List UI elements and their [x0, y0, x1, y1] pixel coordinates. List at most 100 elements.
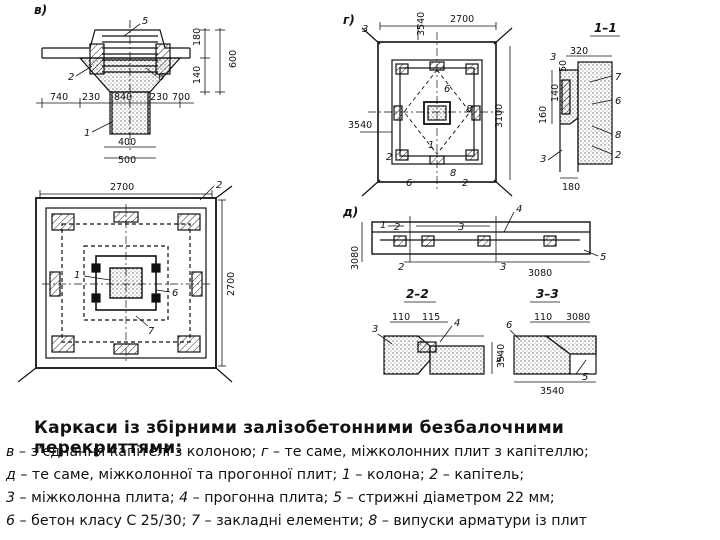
dim-1-1-50: 50 — [558, 60, 569, 72]
callout-1-1-2: 2 — [615, 150, 621, 161]
dim-v-840: 840 — [114, 92, 132, 103]
callout-d-1: 1 — [380, 220, 386, 231]
callout-1-1-3a: 3 — [550, 52, 556, 63]
callout-2-2-3b: 3 — [496, 354, 502, 365]
dim-1-1-180: 180 — [562, 182, 580, 193]
caption-text: – те саме, міжколонних плит з капітеллю; — [268, 444, 589, 460]
caption-text: – міжколонна плита; — [15, 490, 180, 506]
panel-d-geometry — [361, 211, 599, 263]
caption-key: в — [6, 444, 15, 460]
callout-g-2b: 2 — [462, 178, 468, 189]
callout-d-4: 4 — [516, 204, 522, 215]
callout-v-5: 5 — [142, 16, 148, 27]
callout-1-1-6: 6 — [615, 96, 621, 107]
caption-key: 1 — [341, 467, 351, 483]
dim-v-740: 740 — [50, 92, 68, 103]
callout-g-6a: 6 — [444, 84, 450, 95]
callout-g-1: 1 — [428, 140, 434, 151]
callout-plan-1: 1 — [74, 270, 80, 281]
caption-text: – закладні елементи; — [200, 513, 369, 529]
panel-g: г) — [343, 12, 513, 197]
panel-v-label: в) — [34, 3, 47, 17]
caption-text: – капітель; — [438, 467, 525, 483]
callout-d-2b: 2 — [398, 262, 404, 273]
panel-g-geometry — [360, 22, 513, 197]
caption-key: 7 — [190, 513, 201, 529]
callout-v-2: 2 — [68, 72, 74, 83]
callout-g-3: 3 — [362, 24, 368, 35]
caption-key: д — [6, 467, 16, 483]
panel-g-label: г) — [343, 13, 355, 27]
panel-d-label: д) — [342, 205, 358, 219]
caption-line-4: 6 – бетон класу С 25/30; 7 – закладні ел… — [6, 513, 718, 529]
callout-v-1: 1 — [84, 128, 90, 139]
technical-drawing: в) — [17, 3, 622, 397]
dim-g-2700: 2700 — [450, 14, 474, 25]
callout-2-2-4: 4 — [454, 318, 460, 329]
dim-plan-2700-top: 2700 — [110, 182, 134, 193]
callout-g-8a: 8 — [466, 104, 472, 115]
dim-d-3080-left: 3080 — [350, 246, 361, 270]
caption-text: – стрижні діаметром 22 мм; — [341, 490, 555, 506]
section-2-2-geometry — [377, 301, 493, 375]
panel-plan: 2700 2700 2 1 6 7 — [17, 180, 237, 383]
callout-plan-2: 2 — [216, 180, 222, 191]
callout-g-6b: 6 — [406, 178, 412, 189]
dim-2-2-115: 115 — [422, 312, 440, 323]
caption-key: 8 — [368, 513, 378, 529]
section-1-1-geometry — [547, 35, 620, 179]
dim-3-3-110: 110 — [534, 312, 552, 323]
section-2-2: 2–2 110 115 3 4 3 — [372, 287, 502, 375]
callout-1-1-3: 3 — [540, 154, 546, 165]
dim-v-700: 700 — [172, 92, 190, 103]
caption-title: Каркаси із збірними залізобетонними безб… — [34, 418, 564, 458]
dim-2-2-110: 110 — [392, 312, 410, 323]
dim-v-140: 140 — [192, 66, 203, 84]
dim-1-1-160: 160 — [538, 106, 549, 124]
callout-g-8b: 8 — [450, 168, 456, 179]
caption-text: – те саме, міжколонної та прогонної плит… — [15, 467, 342, 483]
dim-d-3080-bottom: 3080 — [528, 268, 552, 279]
caption-line-3: 3 – міжколонна плита; 4 – прогонна плита… — [6, 490, 718, 506]
panel-d: д) 1 2 3 3080 3080 4 5 2 3 — [342, 204, 606, 279]
caption-text: – з’єднання капітелі з колоною; — [14, 444, 261, 460]
callout-d-3b: 3 — [500, 262, 506, 273]
figure-caption: Каркаси із збірними залізобетонними безб… — [0, 418, 720, 540]
section-3-3-geometry — [509, 301, 597, 383]
caption-text: – бетон класу С 25/30; — [15, 513, 191, 529]
panel-plan-geometry — [17, 185, 233, 383]
callout-g-2: 2 — [386, 152, 392, 163]
callout-v-6: 6 — [158, 72, 164, 83]
section-2-2-label: 2–2 — [406, 287, 429, 301]
caption-line-2: д – те саме, міжколонної та прогонної пл… — [6, 467, 718, 483]
callout-d-2: 2 — [394, 222, 400, 233]
caption-text: – прогонна плита; — [188, 490, 333, 506]
callout-plan-7: 7 — [148, 326, 155, 337]
dim-v-230b: 230 — [150, 92, 168, 103]
callout-1-1-8: 8 — [615, 130, 621, 141]
dim-3-3-3540: 3540 — [540, 386, 564, 397]
dim-v-230a: 230 — [82, 92, 100, 103]
dim-g-3540-left: 3540 — [348, 120, 372, 131]
caption-key: 5 — [332, 490, 342, 506]
dim-1-1-140: 140 — [550, 84, 561, 102]
dim-1-1-320: 320 — [570, 46, 588, 57]
caption-key: 2 — [429, 467, 439, 483]
section-1-1-label: 1–1 — [594, 21, 617, 35]
section-3-3: 3–3 110 3080 3540 3540 6 5 — [496, 287, 597, 397]
caption-text: – колона; — [350, 467, 430, 483]
dim-plan-2700-right: 2700 — [226, 272, 237, 296]
callout-1-1-7: 7 — [615, 72, 622, 83]
dim-v-180: 180 — [192, 28, 203, 46]
callout-plan-6: 6 — [172, 288, 178, 299]
dim-3-3-3540-left: 3540 — [496, 344, 507, 368]
dim-g-3100: 3100 — [494, 104, 505, 128]
caption-key: 4 — [179, 490, 189, 506]
dim-v-500: 500 — [118, 155, 136, 166]
callout-3-3-6: 6 — [506, 320, 512, 331]
callout-3-3-5: 5 — [582, 372, 588, 383]
caption-text: – випуски арматури із плит — [377, 513, 588, 529]
callout-d-3: 3 — [458, 222, 464, 233]
dim-v-400: 400 — [118, 137, 136, 148]
dim-v-600: 600 — [228, 50, 239, 68]
